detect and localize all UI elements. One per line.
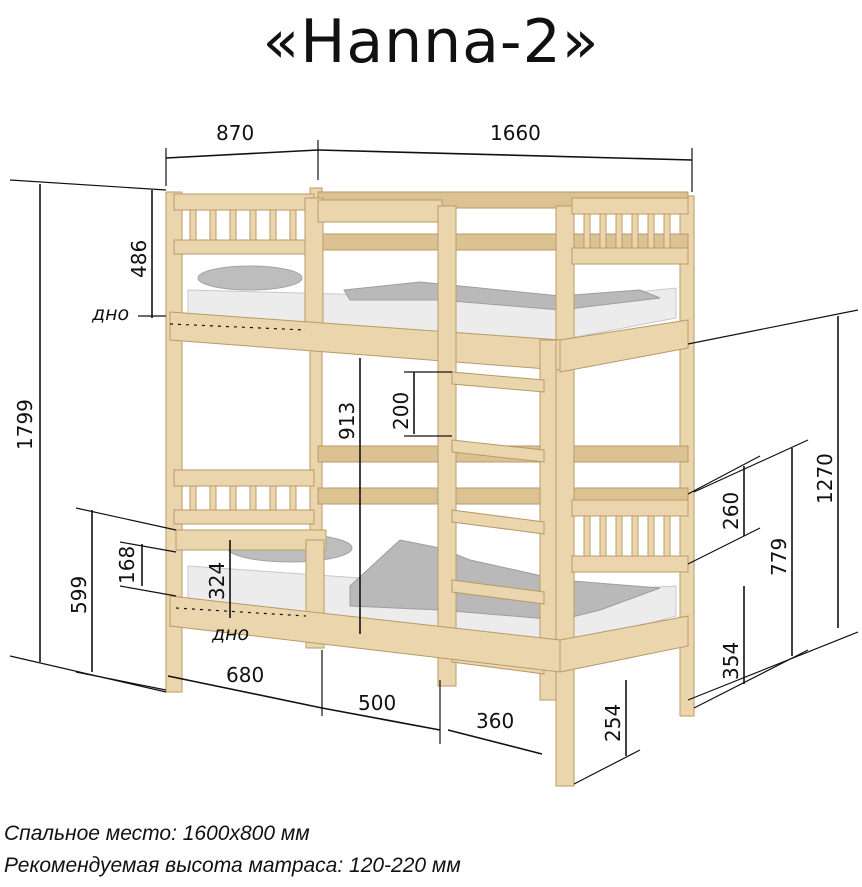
caption-mattress-height: Рекомендуемая высота матраса: 120-220 мм (4, 854, 461, 877)
lower-right-frame (559, 615, 689, 673)
lower-right-end-rail-mid (571, 555, 689, 573)
label-bottom-lower: дно (211, 623, 249, 645)
lower-bottom-dotted-line (175, 607, 307, 617)
dim-bottom-seg-2: 500 (358, 691, 396, 715)
upper-right-end-rail-top (571, 197, 689, 215)
dim-depth: 870 (216, 121, 254, 145)
upper-front-rail (317, 199, 443, 223)
caption-sleeping-place: Спальное место: 1600х800 мм (4, 822, 310, 845)
product-title: «Hanna-2» (262, 7, 600, 77)
dim-lower-rail-right: 260 (719, 492, 743, 530)
lower-left-spindles (189, 485, 297, 511)
dim-bottom-seg-3: 360 (476, 709, 514, 733)
dim-lower-bed-floor-right: 354 (719, 642, 743, 680)
upper-right-spindles (583, 213, 671, 249)
dim-lower-guard: 168 (115, 546, 139, 584)
upper-bottom-dotted-line (169, 323, 307, 331)
dim-ladder-step: 200 (389, 392, 413, 430)
ladder-rail-right (539, 339, 557, 701)
upper-right-frame (559, 319, 689, 373)
dim-leg-clearance: 254 (601, 704, 625, 742)
label-bottom-top: дно (91, 303, 129, 325)
upper-pillow (197, 265, 303, 291)
dim-bottom-seg-1: 680 (226, 663, 264, 687)
dim-lower-level-right: 779 (767, 538, 791, 576)
upper-left-spindles (189, 209, 297, 241)
upper-left-end-rail-mid (173, 239, 315, 255)
upper-left-end-rail-top (173, 193, 315, 211)
front-right-post (555, 205, 575, 787)
dim-length: 1660 (490, 121, 541, 145)
lower-blanket (349, 539, 661, 621)
dim-lower-total-left: 599 (67, 576, 91, 614)
lower-front-guard-rail (175, 529, 327, 551)
dim-top-rail-height: 486 (127, 240, 151, 278)
lower-left-end-rail-mid (173, 509, 315, 525)
upper-right-end-rail-mid (571, 247, 689, 265)
lower-left-end-rail-top (173, 469, 315, 487)
dim-between-levels: 913 (335, 402, 359, 440)
dim-total-height: 1799 (13, 399, 37, 450)
upper-blanket (343, 281, 661, 311)
bunk-bed-illustration (165, 187, 695, 787)
dimension-lines (9, 140, 859, 785)
dim-lower-guard-inner: 324 (205, 562, 229, 600)
lower-right-end-rail-top (571, 499, 689, 517)
dim-side-height-right: 1270 (813, 453, 837, 504)
lower-right-spindles (583, 515, 671, 557)
